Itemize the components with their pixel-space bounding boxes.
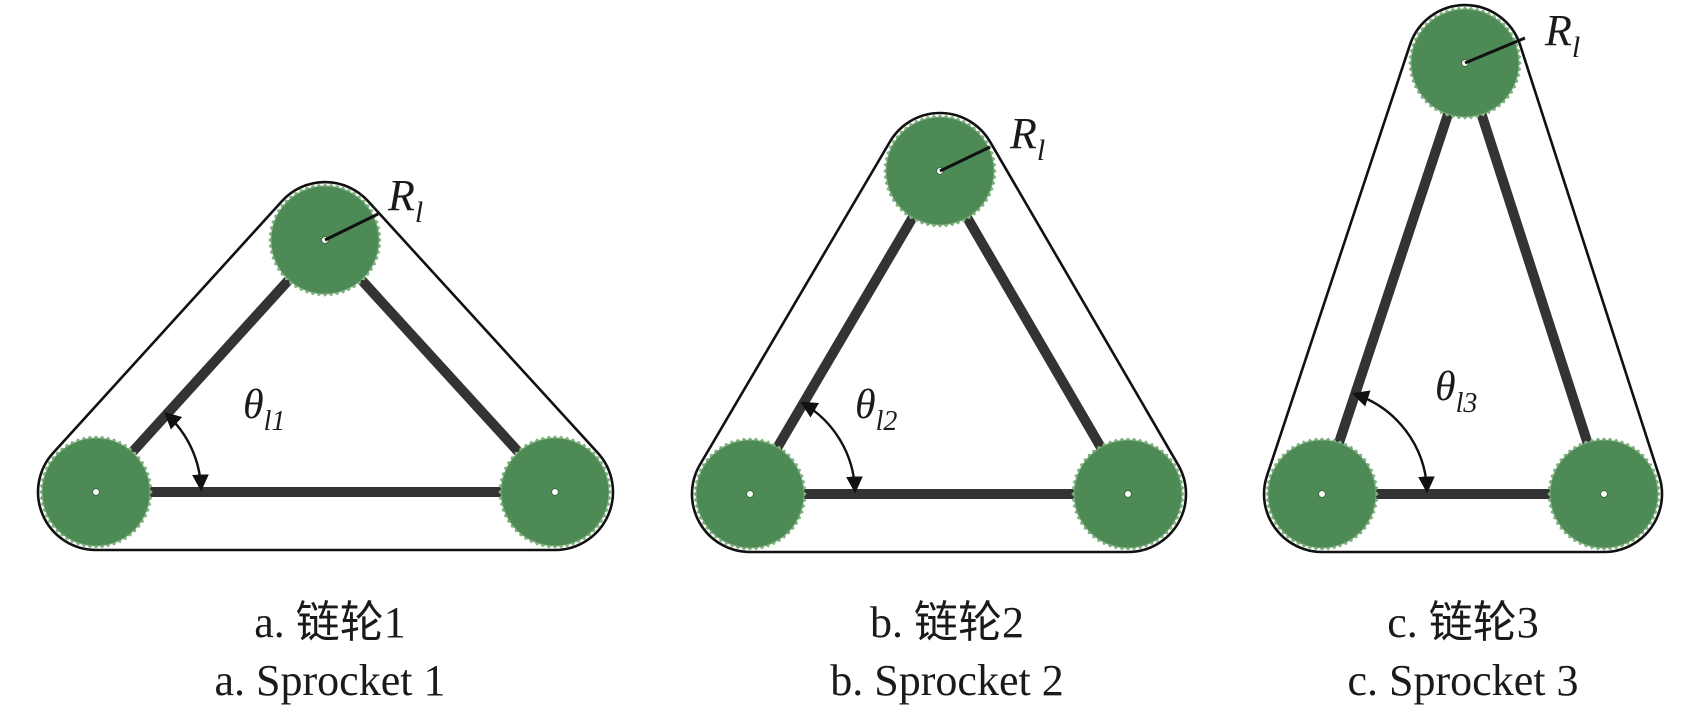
angle-arc	[164, 412, 209, 492]
caption-en: b. Sprocket 2	[830, 656, 1064, 705]
radius-label: Rl	[1009, 109, 1045, 167]
angle-subscript: l1	[264, 406, 286, 437]
sprocket-gear-right	[1071, 437, 1185, 551]
frame-bar-right	[1460, 61, 1609, 496]
sprocket-gear-top	[1408, 6, 1522, 120]
frame-bar-right	[321, 236, 559, 496]
radius-symbol: R	[387, 171, 415, 220]
frame-bar-left	[745, 168, 945, 497]
angle-label: θl1	[243, 382, 285, 437]
radius-line	[939, 145, 991, 173]
caption-cn: b. 链轮2	[870, 598, 1024, 647]
angle-label: θl2	[855, 382, 897, 437]
radius-subscript: l	[1037, 134, 1045, 167]
sprocket-hub	[92, 488, 100, 496]
sprocket-gear-left	[1265, 437, 1379, 551]
chain-belt-outline	[690, 111, 1188, 554]
angle-symbol: θ	[1435, 364, 1456, 410]
angle-subscript: l3	[1456, 388, 1478, 419]
sprocket-gear-right	[1547, 437, 1661, 551]
radius-subscript: l	[415, 196, 423, 229]
frame-bar-left	[92, 236, 329, 496]
angle-symbol: θ	[855, 382, 876, 428]
radius-line	[1464, 36, 1526, 65]
caption-en: c. Sprocket 3	[1347, 656, 1579, 705]
angle-arc	[1351, 390, 1435, 494]
sprocket-hub	[1318, 490, 1326, 498]
sprocket-hub	[1124, 490, 1132, 498]
radius-subscript: l	[1572, 31, 1580, 64]
chain-belt-outline	[36, 180, 615, 552]
sprocket-hub	[551, 488, 559, 496]
caption-sprocket-2: b. 链轮2 b. Sprocket 2	[747, 594, 1147, 710]
caption-sprocket-1: a. 链轮1 a. Sprocket 1	[130, 594, 530, 710]
angle-label: θl3	[1435, 364, 1477, 419]
sprocket-gear-left	[39, 435, 153, 549]
radius-symbol: R	[1544, 6, 1572, 55]
angle-arc	[800, 401, 863, 494]
chain-belt-outline	[1262, 3, 1664, 554]
panel-sprocket-1: Rl θl1	[36, 171, 615, 552]
radius-label: Rl	[387, 171, 423, 229]
panel-sprocket-3: Rl θl3	[1262, 3, 1664, 554]
sprocket-hub	[746, 490, 754, 498]
caption-en: a. Sprocket 1	[214, 656, 446, 705]
frame-bar-left	[1317, 61, 1470, 496]
caption-cn: a. 链轮1	[254, 598, 406, 647]
sprocket-hub	[1600, 490, 1608, 498]
angle-subscript: l2	[876, 406, 898, 437]
frame-bar-right	[935, 168, 1133, 497]
radius-symbol: R	[1009, 109, 1037, 158]
caption-cn: c. 链轮3	[1387, 598, 1539, 647]
caption-sprocket-3: c. 链轮3 c. Sprocket 3	[1263, 594, 1663, 710]
radius-label: Rl	[1544, 6, 1580, 64]
sprocket-gear-right	[498, 435, 612, 549]
angle-symbol: θ	[243, 382, 264, 428]
sprocket-gear-left	[693, 437, 807, 551]
radius-line	[324, 212, 379, 242]
panel-sprocket-2: Rl θl2	[690, 109, 1188, 554]
